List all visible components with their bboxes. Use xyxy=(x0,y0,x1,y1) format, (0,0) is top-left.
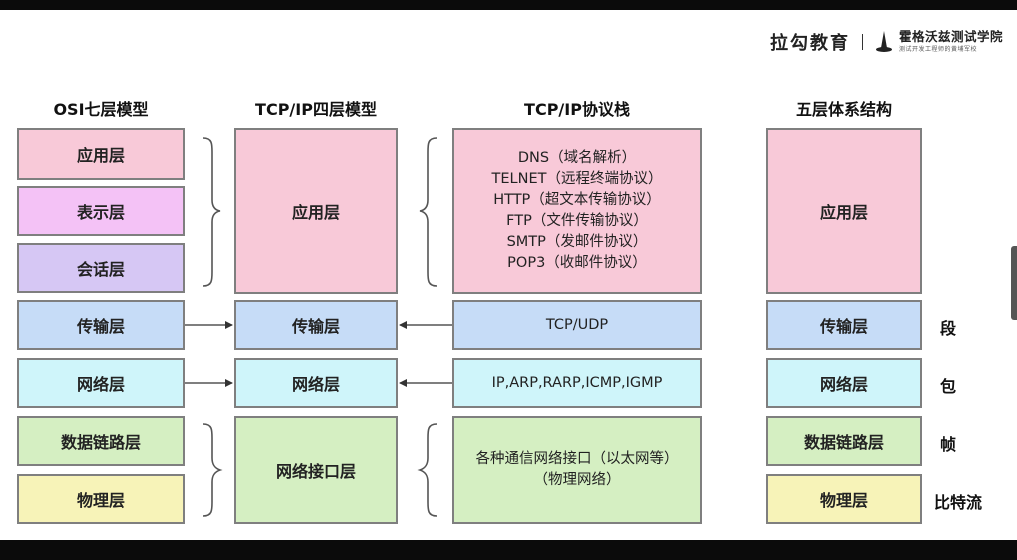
transport-protocols-box: TCP/UDP xyxy=(452,300,702,350)
osi-data-link-layer: 数据链路层 xyxy=(17,416,185,466)
osi-transport-layer: 传输层 xyxy=(17,300,185,350)
top-black-bar xyxy=(0,0,1017,10)
protocol-telnet: TELNET（远程终端协议） xyxy=(491,171,663,187)
protocol-pop3: POP3（收邮件协议） xyxy=(507,255,647,271)
protocol-ftp: FTP（文件传输协议） xyxy=(506,213,648,229)
tcpip-network-interface-layer: 网络接口层 xyxy=(234,416,398,524)
osi-network-layer: 网络层 xyxy=(17,358,185,408)
unit-bitstream: 比特流 xyxy=(934,493,983,512)
brand-divider xyxy=(862,34,863,50)
application-protocols-box: DNS（域名解析） TELNET（远程终端协议） HTTP（超文本传输协议） F… xyxy=(452,128,702,294)
header-osi: OSI七层模型 xyxy=(53,100,149,119)
left-brace-icon-stack-lower xyxy=(417,423,438,517)
right-brace-icon-osi-lower xyxy=(202,423,223,517)
link-protocols-box: 各种通信网络接口（以太网等） （物理网络） xyxy=(452,416,702,524)
osi-session-layer: 会话层 xyxy=(17,243,185,293)
bottom-black-bar xyxy=(0,540,1017,560)
right-brace-icon-osi-upper xyxy=(202,137,221,287)
wizard-hat-logo-icon xyxy=(876,31,892,52)
five-transport-layer: 传输层 xyxy=(766,300,922,350)
five-network-layer: 网络层 xyxy=(766,358,922,408)
five-physical-layer: 物理层 xyxy=(766,474,922,524)
unit-segment: 段 xyxy=(940,319,957,338)
network-protocols-box: IP,ARP,RARP,ICMP,IGMP xyxy=(452,358,702,408)
protocol-smtp: SMTP（发邮件协议） xyxy=(506,234,648,250)
brand-name: 拉勾教育 xyxy=(770,33,850,54)
header-tcpip4: TCP/IP四层模型 xyxy=(255,100,377,119)
osi-application-layer: 应用层 xyxy=(17,128,185,180)
header-five: 五层体系结构 xyxy=(795,100,892,119)
link-protocols-line1: 各种通信网络接口（以太网等） xyxy=(475,451,679,467)
protocol-dns: DNS（域名解析） xyxy=(517,150,637,166)
unit-packet: 包 xyxy=(940,377,957,396)
five-application-layer: 应用层 xyxy=(766,128,922,294)
osi-physical-layer: 物理层 xyxy=(17,474,185,524)
tcpip-transport-layer: 传输层 xyxy=(234,300,398,350)
left-brace-icon-stack-upper xyxy=(419,137,438,287)
partner-name: 霍格沃兹测试学院 xyxy=(899,29,1004,45)
tcpip-application-layer: 应用层 xyxy=(234,128,398,294)
header-stack: TCP/IP协议栈 xyxy=(524,100,630,119)
unit-frame: 帧 xyxy=(940,435,957,454)
osi-presentation-layer: 表示层 xyxy=(17,186,185,236)
link-protocols-line2: （物理网络） xyxy=(533,472,621,488)
five-data-link-layer: 数据链路层 xyxy=(766,416,922,466)
protocol-http: HTTP（超文本传输协议） xyxy=(493,192,661,208)
side-scroll-handle[interactable] xyxy=(1011,246,1017,320)
tcpip-network-layer: 网络层 xyxy=(234,358,398,408)
partner-tagline: 测试开发工程师的黄埔军校 xyxy=(899,45,978,53)
brand-header: 拉勾教育 霍格沃兹测试学院 测试开发工程师的黄埔军校 xyxy=(770,24,1003,60)
